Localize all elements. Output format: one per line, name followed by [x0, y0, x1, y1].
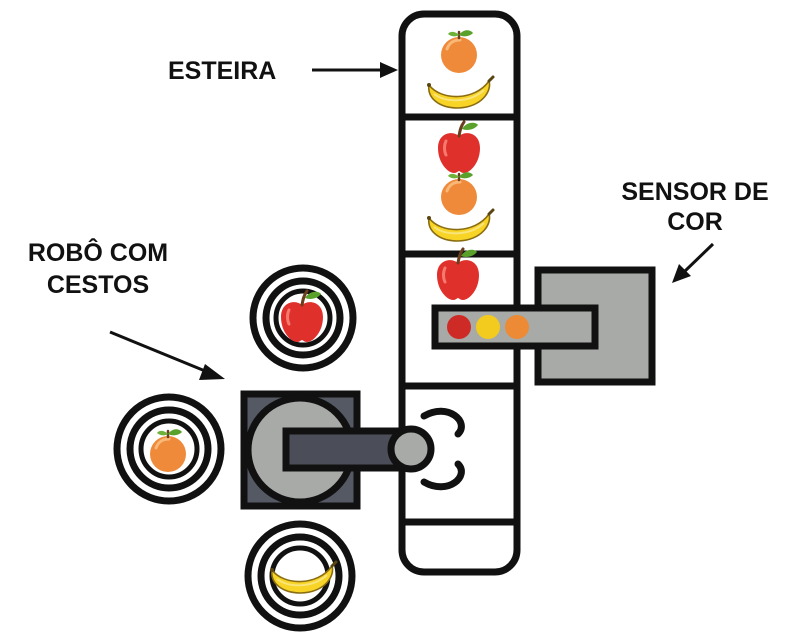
color-sensor [431, 266, 656, 386]
sensor-label-line2: COR [667, 208, 723, 236]
robot-label-line2: CESTOS [46, 271, 150, 299]
basket-bottom [244, 520, 356, 632]
basket-top [249, 264, 357, 372]
sensor-label-line1: SENSOR DE [621, 178, 769, 206]
robot-gripper [420, 460, 465, 491]
arrow-robot [109, 330, 225, 380]
sensor-indicator-orange [505, 315, 529, 339]
orange-icon [148, 427, 188, 474]
conveyor-label: ESTEIRA [168, 57, 277, 85]
sensor-indicator-red [447, 315, 471, 339]
robot-gripper [420, 407, 465, 438]
robot-wrist-joint [387, 425, 435, 473]
sensor-indicator-yellow [476, 315, 500, 339]
robot-label-line1: ROBÔ COM [27, 239, 169, 267]
arrow-sensor [672, 242, 715, 283]
basket-left [113, 393, 225, 505]
robot [240, 390, 465, 510]
arrow-esteira [312, 62, 398, 78]
